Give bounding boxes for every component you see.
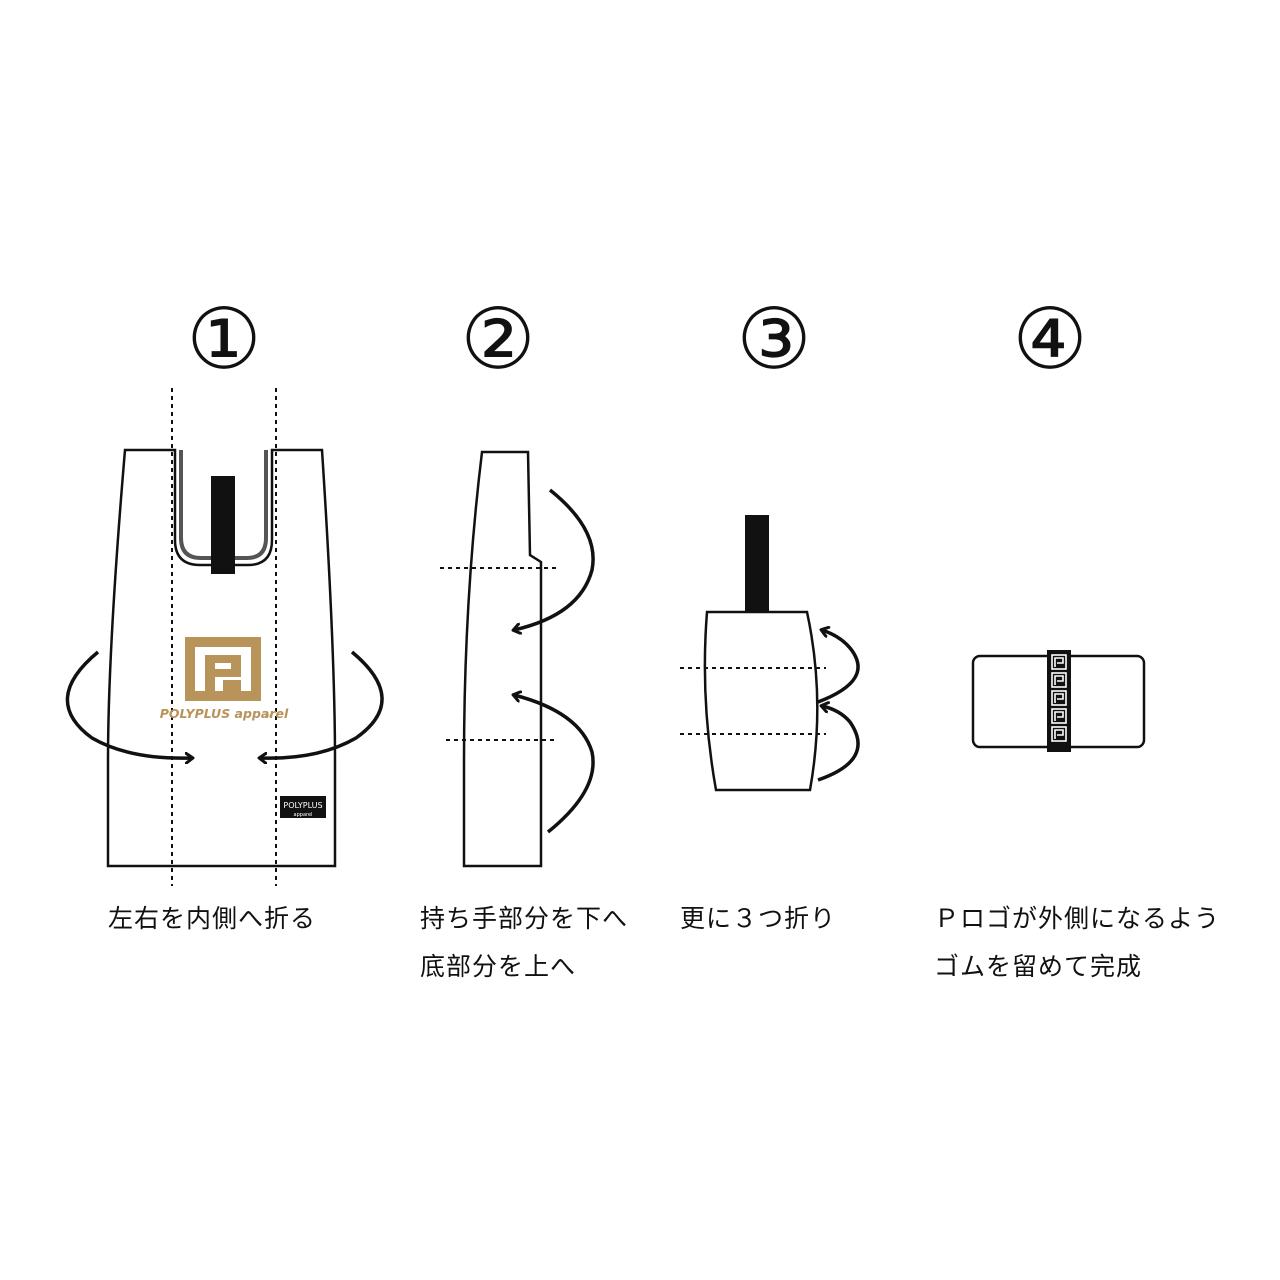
logo-band <box>1047 650 1071 752</box>
elastic-strap <box>745 515 769 613</box>
folded-bag-outline <box>703 610 819 792</box>
curved-arrow-icon <box>817 630 860 704</box>
step-2-caption: 持ち手部分を下へ 底部分を上へ <box>420 895 628 991</box>
caption-line: 持ち手部分を下へ <box>420 904 629 933</box>
step-number-4: ④ <box>1012 290 1087 388</box>
bag-side-outline <box>462 450 543 868</box>
step-4-caption: Ｐロゴが外側になるよう ゴムを留めて完成 <box>934 895 1220 991</box>
p-logo-icon <box>185 637 261 701</box>
elastic-strap <box>211 476 235 574</box>
step-4-bag <box>971 650 1146 752</box>
step-2-bag <box>440 450 595 868</box>
tag-line-1: POLYPLUS <box>283 801 322 810</box>
curved-arrow-icon <box>514 695 595 834</box>
curved-arrow-icon <box>514 488 595 630</box>
caption-line: 底部分を上へ <box>420 952 577 981</box>
curved-arrow-icon <box>65 650 192 758</box>
curved-arrow-icon <box>817 706 860 782</box>
caption-line: Ｐロゴが外側になるよう <box>934 904 1221 933</box>
tag-line-2: apparel <box>294 812 313 818</box>
step-number-1: ① <box>186 290 261 388</box>
bag-tag: POLYPLUS apparel <box>280 796 326 818</box>
caption-line: 左右を内側へ折る <box>108 904 317 933</box>
step-number-2: ② <box>460 290 535 388</box>
step-1-bag: POLYPLUS apparel TM POLYPLUS apparel <box>65 388 384 886</box>
brand-trademark: TM <box>263 714 271 720</box>
curved-arrow-icon <box>260 650 384 758</box>
p-logo-icon <box>1051 654 1067 742</box>
step-3-bag <box>680 515 860 792</box>
step-3-caption: 更に３つ折り <box>680 895 836 943</box>
step-1-caption: 左右を内側へ折る <box>108 895 316 943</box>
brand-logo-text: POLYPLUS apparel <box>160 706 289 721</box>
caption-line: 更に３つ折り <box>680 904 837 933</box>
caption-line: ゴムを留めて完成 <box>934 952 1143 981</box>
step-number-3: ③ <box>736 290 811 388</box>
